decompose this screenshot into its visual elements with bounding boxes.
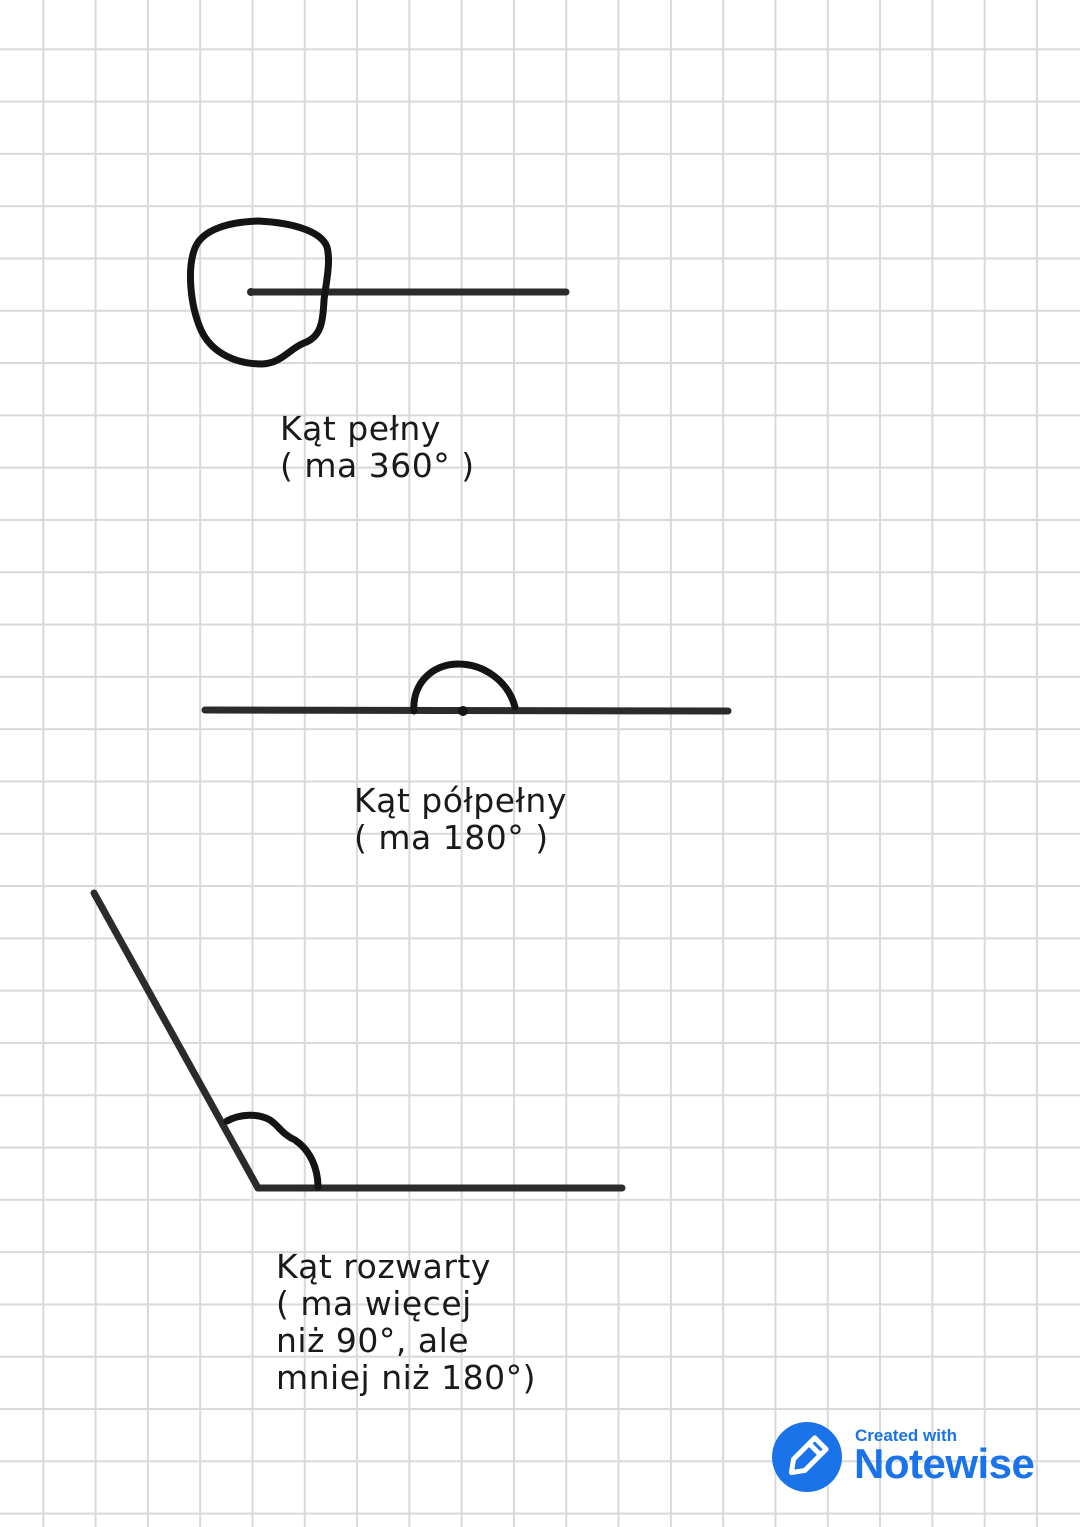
straight-angle-figure xyxy=(201,660,732,716)
obtuse-angle-figure xyxy=(90,889,626,1192)
full-angle-vertex xyxy=(247,288,255,296)
full-angle-arc xyxy=(186,217,332,368)
brand-name: Notewise xyxy=(854,1440,1035,1487)
obtuse-angle-label: Kąt rozwarty ( ma więcej niż 90°, ale mn… xyxy=(276,1248,536,1396)
notewise-watermark: Created with Notewise xyxy=(772,1422,1052,1492)
notewise-badge xyxy=(772,1422,842,1492)
straight-angle-title: Kąt półpełny xyxy=(354,781,567,820)
obtuse-angle-arc xyxy=(223,1111,322,1191)
brand-tagline: Created with xyxy=(855,1426,958,1445)
full-angle-title: Kąt pełny xyxy=(280,409,441,448)
straight-angle-arc xyxy=(410,660,519,715)
full-angle-measure: ( ma 360° ) xyxy=(280,446,475,485)
pencil-icon xyxy=(788,1435,829,1476)
obtuse-angle-title: Kąt rozwarty xyxy=(276,1247,491,1286)
straight-angle-measure: ( ma 180° ) xyxy=(354,818,549,857)
obtuse-angle-measure-line-2: niż 90°, ale xyxy=(276,1321,470,1360)
straight-angle-label: Kąt półpełny ( ma 180° ) xyxy=(354,782,567,856)
full-angle-figure xyxy=(186,217,570,368)
obtuse-angle-slanted-ray xyxy=(90,889,262,1192)
full-angle-label: Kąt pełny ( ma 360° ) xyxy=(280,410,475,484)
obtuse-angle-measure-line-1: ( ma więcej xyxy=(276,1284,472,1323)
obtuse-angle-measure-line-3: mniej niż 180°) xyxy=(276,1358,536,1397)
straight-angle-vertex xyxy=(458,706,468,716)
